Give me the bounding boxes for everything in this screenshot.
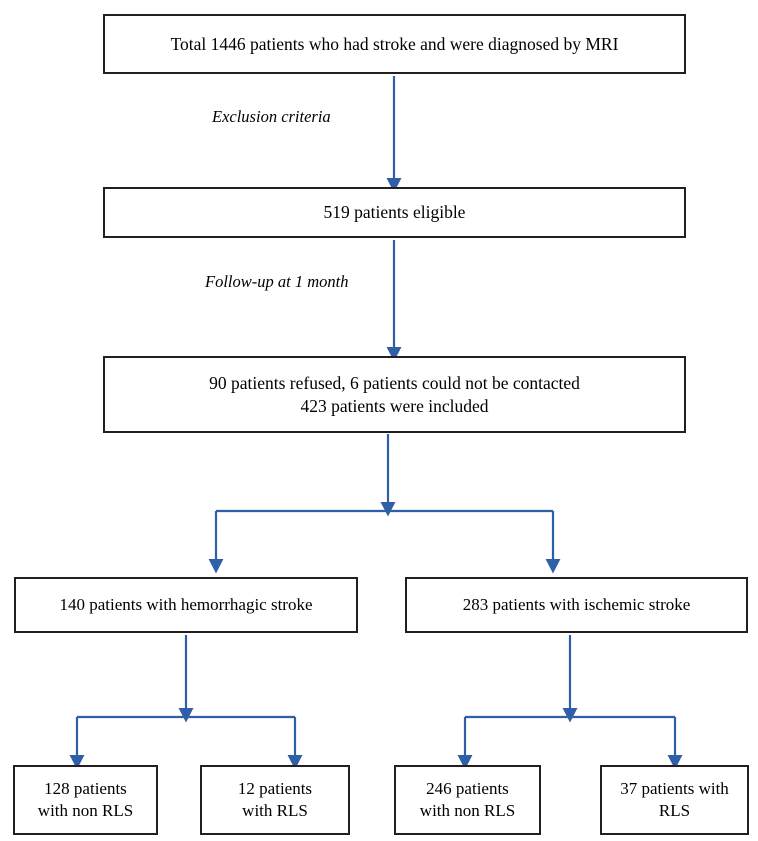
edge-label-exclusion-criteria: Exclusion criteria [212,107,331,127]
edge-label-follow-up-text: Follow-up at 1 month [205,272,349,291]
node-ischemic-stroke-text: 283 patients with ischemic stroke [462,595,691,615]
edge-label-exclusion-criteria-text: Exclusion criteria [212,107,331,126]
node-hemorrhagic-non-rls: 128 patients with non RLS [13,765,158,835]
node-total-cohort-text: Total 1446 patients who had stroke and w… [170,33,619,54]
node-hemorrhagic-stroke: 140 patients with hemorrhagic stroke [14,577,358,633]
node-total-cohort: Total 1446 patients who had stroke and w… [103,14,686,74]
node-hemorrhagic-stroke-text: 140 patients with hemorrhagic stroke [59,595,313,615]
node-hemorrhagic-rls-text: 12 patients with RLS [237,779,313,820]
node-ischemic-rls: 37 patients with RLS [600,765,749,835]
node-hemorrhagic-non-rls-text: 128 patients with non RLS [37,779,134,820]
node-ischemic-stroke: 283 patients with ischemic stroke [405,577,748,633]
node-hemorrhagic-rls: 12 patients with RLS [200,765,350,835]
node-ischemic-non-rls: 246 patients with non RLS [394,765,541,835]
node-included: 90 patients refused, 6 patients could no… [103,356,686,433]
node-ischemic-rls-text: 37 patients with RLS [620,779,729,820]
node-eligible-text: 519 patients eligible [323,202,466,223]
node-eligible: 519 patients eligible [103,187,686,238]
node-ischemic-non-rls-text: 246 patients with non RLS [419,779,516,820]
node-included-text: 90 patients refused, 6 patients could no… [209,373,580,416]
edge-label-follow-up: Follow-up at 1 month [205,272,348,292]
